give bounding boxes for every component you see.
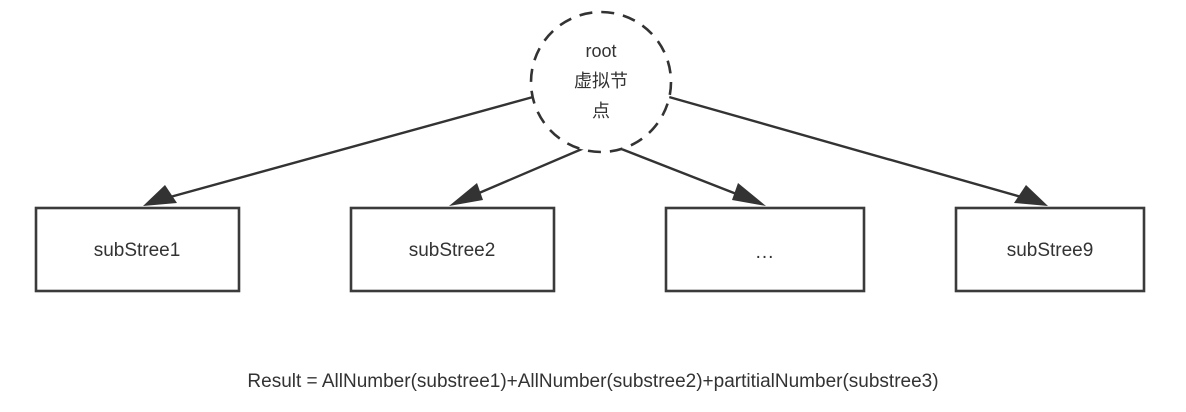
edge-root-to-ellipsis: [605, 141, 766, 206]
edge-root-to-substree9: [668, 95, 1048, 206]
node-substree2-box: [349, 206, 556, 293]
node-substree1[interactable]: subStree1: [34, 206, 241, 293]
node-substree2[interactable]: subStree2: [349, 206, 556, 293]
node-substree1-label: subStree1: [94, 240, 181, 261]
arrowhead-4: [1014, 185, 1048, 206]
edge-line-4: [668, 95, 1040, 204]
edge-line-2: [457, 141, 597, 204]
node-substree9[interactable]: subStree9: [954, 206, 1146, 293]
root-node-label-line3: 点: [592, 101, 610, 121]
root-node[interactable]: root 虚拟节 点: [529, 10, 673, 154]
node-substree2-label: subStree2: [409, 240, 496, 261]
edge-line-1: [151, 95, 534, 204]
edge-root-to-substree1: [143, 95, 534, 206]
arrowhead-1: [143, 185, 177, 206]
arrowhead-3: [732, 183, 766, 206]
arrowhead-2: [449, 183, 483, 206]
node-substree9-label: subStree9: [1007, 240, 1094, 261]
root-node-circle: [529, 10, 673, 154]
root-node-label-line2: 虚拟节: [574, 71, 628, 91]
diagram-caption: Result = AllNumber(substree1)+AllNumber(…: [247, 371, 938, 392]
node-ellipsis-box: [664, 206, 866, 293]
edge-root-to-substree2: [449, 141, 597, 206]
root-node-label-line1: root: [585, 41, 616, 61]
node-substree1-box: [34, 206, 241, 293]
node-ellipsis-label: ...: [756, 242, 775, 263]
node-ellipsis[interactable]: ...: [664, 206, 866, 293]
node-substree9-box: [954, 206, 1146, 293]
edge-line-3: [605, 141, 758, 204]
